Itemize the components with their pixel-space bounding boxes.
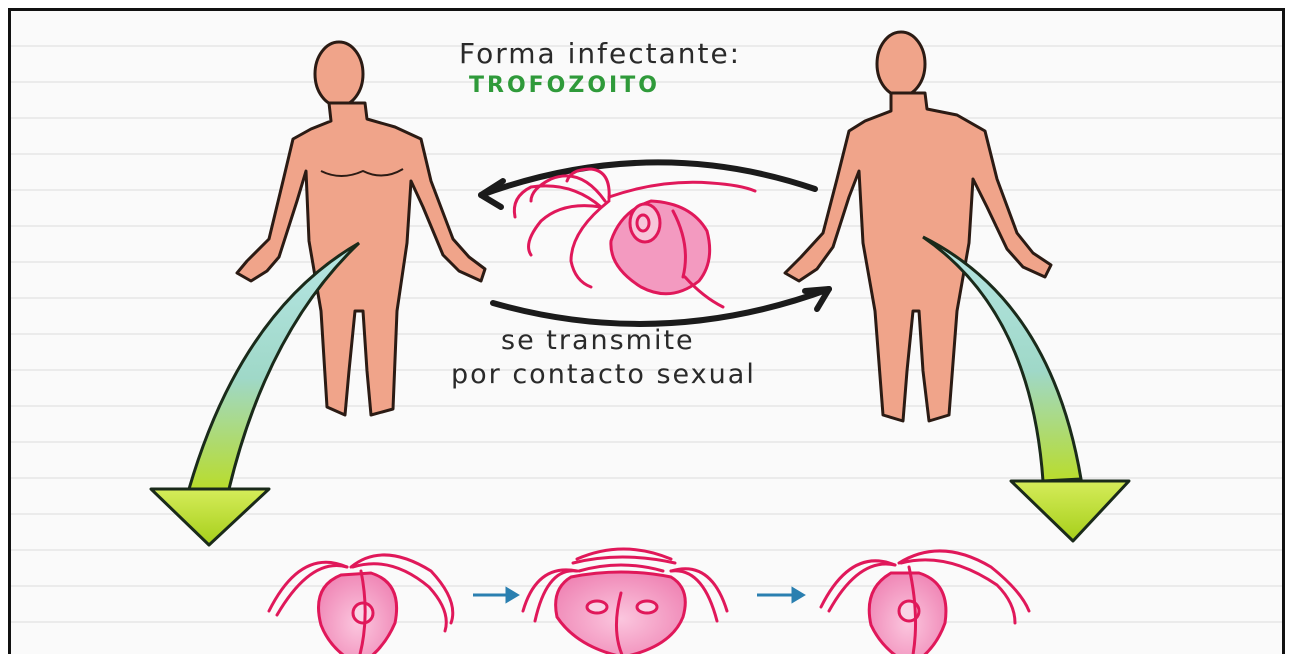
human-figure-right [785,32,1051,421]
small-arrow-2 [757,589,803,601]
diagram-title: Forma infectante: [459,37,741,70]
trophozoite-division-3 [821,551,1029,654]
small-arrow-1 [473,589,517,601]
diagram-frame: Forma infectante: TROFOZOITO se transmit… [8,8,1285,654]
transmission-label-line1: se transmite [501,325,695,356]
infective-stage-label: TROFOZOITO [469,73,660,98]
transmission-label-line2: por contacto sexual [451,359,756,390]
trophozoite-division-2 [523,549,727,654]
trophozoite-division-1 [269,555,453,654]
trophozoite-center [514,169,755,307]
